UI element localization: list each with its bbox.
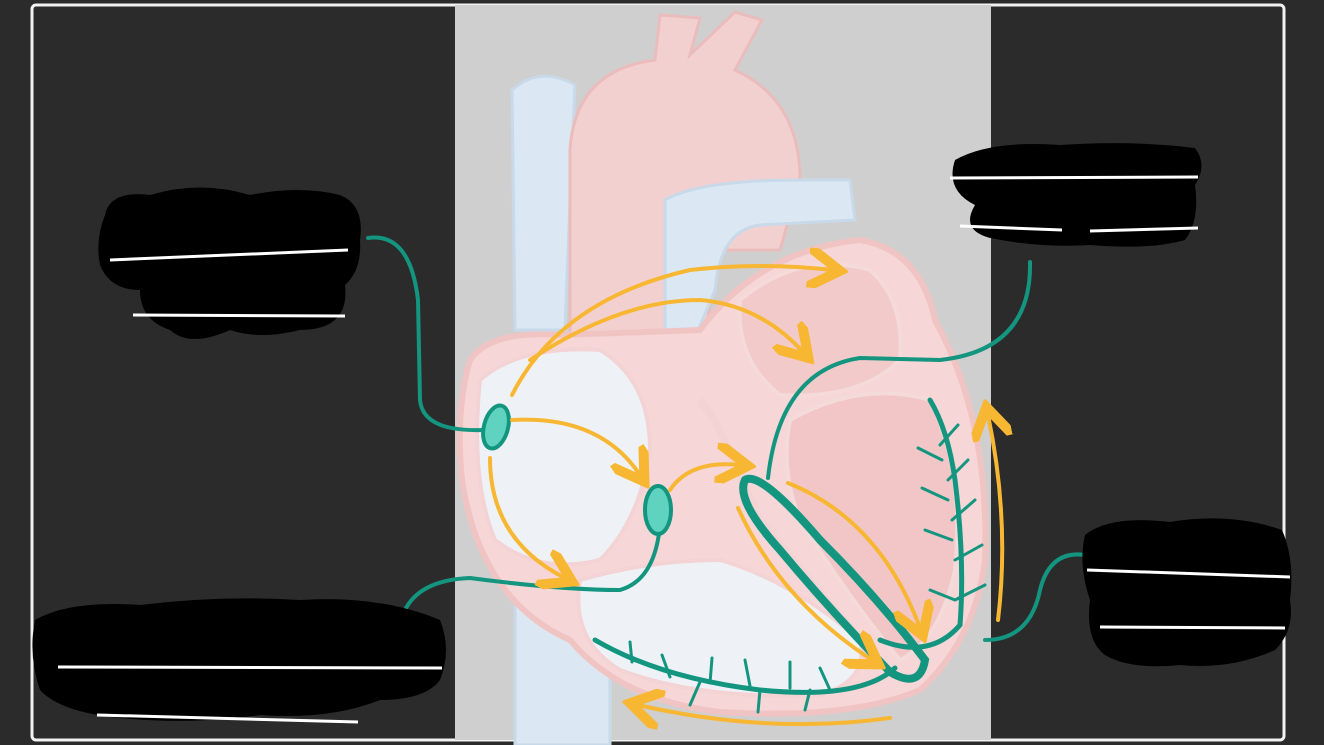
impulse-arrow-icon (510, 266, 832, 397)
sa-node-oval-node-icon (481, 403, 511, 451)
label-top-right (949, 143, 1202, 247)
impulse-arrow-icon (638, 705, 892, 724)
redaction-block (1082, 518, 1292, 667)
purkinje-fibers-lateral (916, 423, 987, 602)
answer-line (1086, 568, 1291, 579)
impulse-arrow-icon (668, 464, 740, 492)
impulse-arrow-icon (786, 481, 920, 628)
label-top-left (98, 187, 361, 339)
impulse-arrow-icon (510, 417, 640, 475)
answer-line (57, 665, 443, 670)
redaction-block (98, 187, 361, 339)
redaction-block (952, 143, 1202, 247)
answer-line (949, 175, 1199, 180)
label-bottom-left (32, 598, 446, 724)
answer-line (132, 313, 346, 318)
answer-line (1089, 226, 1199, 233)
answer-line (959, 224, 1063, 232)
answer-line (1099, 625, 1286, 630)
answer-line (96, 713, 359, 724)
left-atrium (737, 262, 903, 398)
impulse-arrow-icon (488, 456, 565, 578)
leader-line-top-left (366, 235, 485, 433)
purkinje-fibers-inferior (628, 640, 832, 714)
bundle-of-his (739, 474, 930, 683)
pulmonary-artery (663, 178, 857, 352)
superior-vena-cava (510, 74, 577, 332)
label-bottom-right (1082, 518, 1292, 667)
leader-line-bottom-right (983, 552, 1087, 642)
impulse-arrow-icon (988, 415, 1002, 622)
right-atrium (475, 347, 653, 567)
av-node-oval-node-icon (643, 484, 673, 536)
impulse-arrow-icon (528, 297, 803, 360)
leader-line-top-right (766, 260, 1033, 480)
aorta (568, 10, 802, 362)
impulse-arrows (488, 266, 1002, 724)
answer-line (109, 248, 349, 262)
impulse-arrow-icon (736, 506, 872, 660)
redaction-block (32, 598, 446, 721)
